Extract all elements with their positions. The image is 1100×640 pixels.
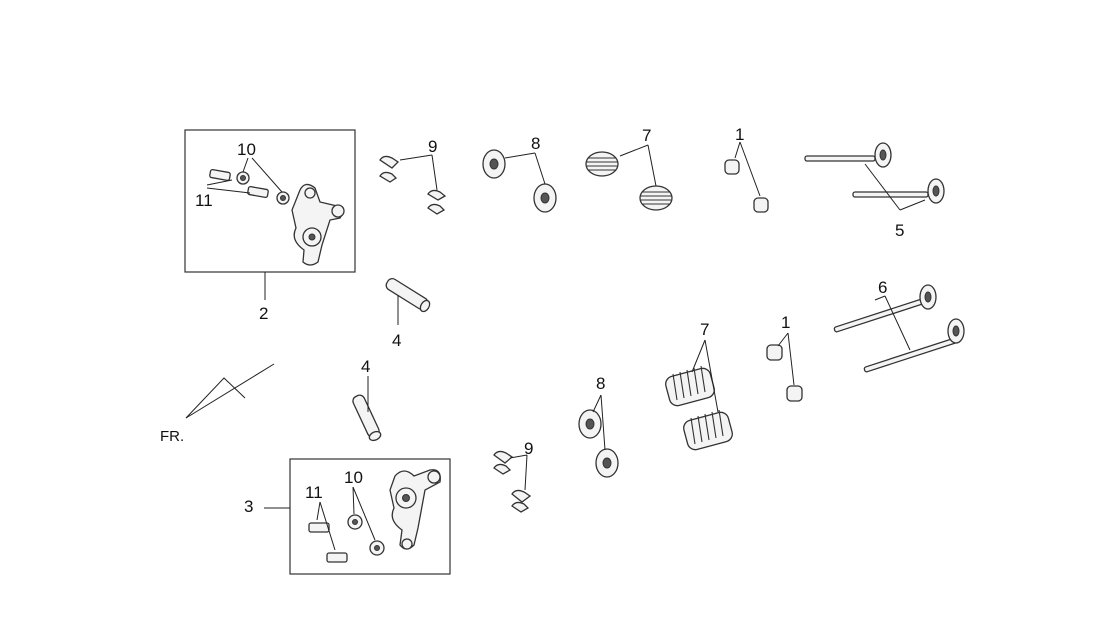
label-4-upper: 4 [392,331,401,350]
label-6: 6 [878,278,887,297]
rocker-arm-assembly-3: 11 10 [289,458,451,575]
label-4-lower: 4 [361,357,370,376]
rocker-arm-top [291,183,345,266]
front-direction-arrow: FR. [160,363,275,445]
valve-part-6: 6 [833,278,965,373]
label-9-top: 9 [428,137,437,156]
lock-nut-part-10-top [236,171,290,205]
spring-7-top-b [639,185,673,211]
valve-part-5: 5 [804,142,945,240]
valve-6-a [833,284,937,333]
rocker-arm-assembly-2: 10 11 [184,129,356,273]
valve-stem-seal-part-1-bottom: 1 [766,313,803,402]
label-8-bottom: 8 [596,374,605,393]
label-7-bottom: 7 [700,320,709,339]
spring-7-bottom-a [665,365,715,407]
spring-retainer-part-8-bottom: 8 [578,374,619,478]
label-5: 5 [895,221,904,240]
rocker-shaft-part-4-lower: 4 [352,357,382,442]
valve-5-b [852,178,945,204]
label-1-top: 1 [735,125,744,144]
label-8-top: 8 [531,134,540,153]
label-1-bottom: 1 [781,313,790,332]
valve-cotter-part-9-top: 9 [379,137,447,215]
label-10-top: 10 [237,140,256,159]
valve-6-b [863,318,965,373]
label-10-bottom: 10 [344,468,363,487]
rocker-shaft-part-4-upper: 4 [385,277,431,350]
label-7-top: 7 [642,126,651,145]
label-3: 3 [244,497,253,516]
label-11-top: 11 [195,191,213,210]
valve-5-a [804,142,892,168]
valve-cotter-part-9-bottom: 9 [493,439,533,513]
lock-nut-part-10-bottom [347,514,385,556]
adjuster-screw-part-11-top [209,168,269,199]
valve-spring-part-7-bottom: 7 [665,320,733,451]
label-9-bottom: 9 [524,439,533,458]
spring-7-bottom-b [683,409,733,451]
label-11-bottom: 11 [305,483,323,502]
front-label: FR. [160,428,184,445]
adjuster-screw-part-11-bottom [308,522,348,563]
valve-stem-seal-part-1-top: 1 [724,125,769,213]
spring-7-top-a [585,151,619,177]
spring-retainer-part-8-top: 8 [482,134,557,213]
label-2: 2 [259,304,268,323]
rocker-arm-bottom [389,469,441,550]
valve-spring-part-7-top: 7 [585,126,673,211]
